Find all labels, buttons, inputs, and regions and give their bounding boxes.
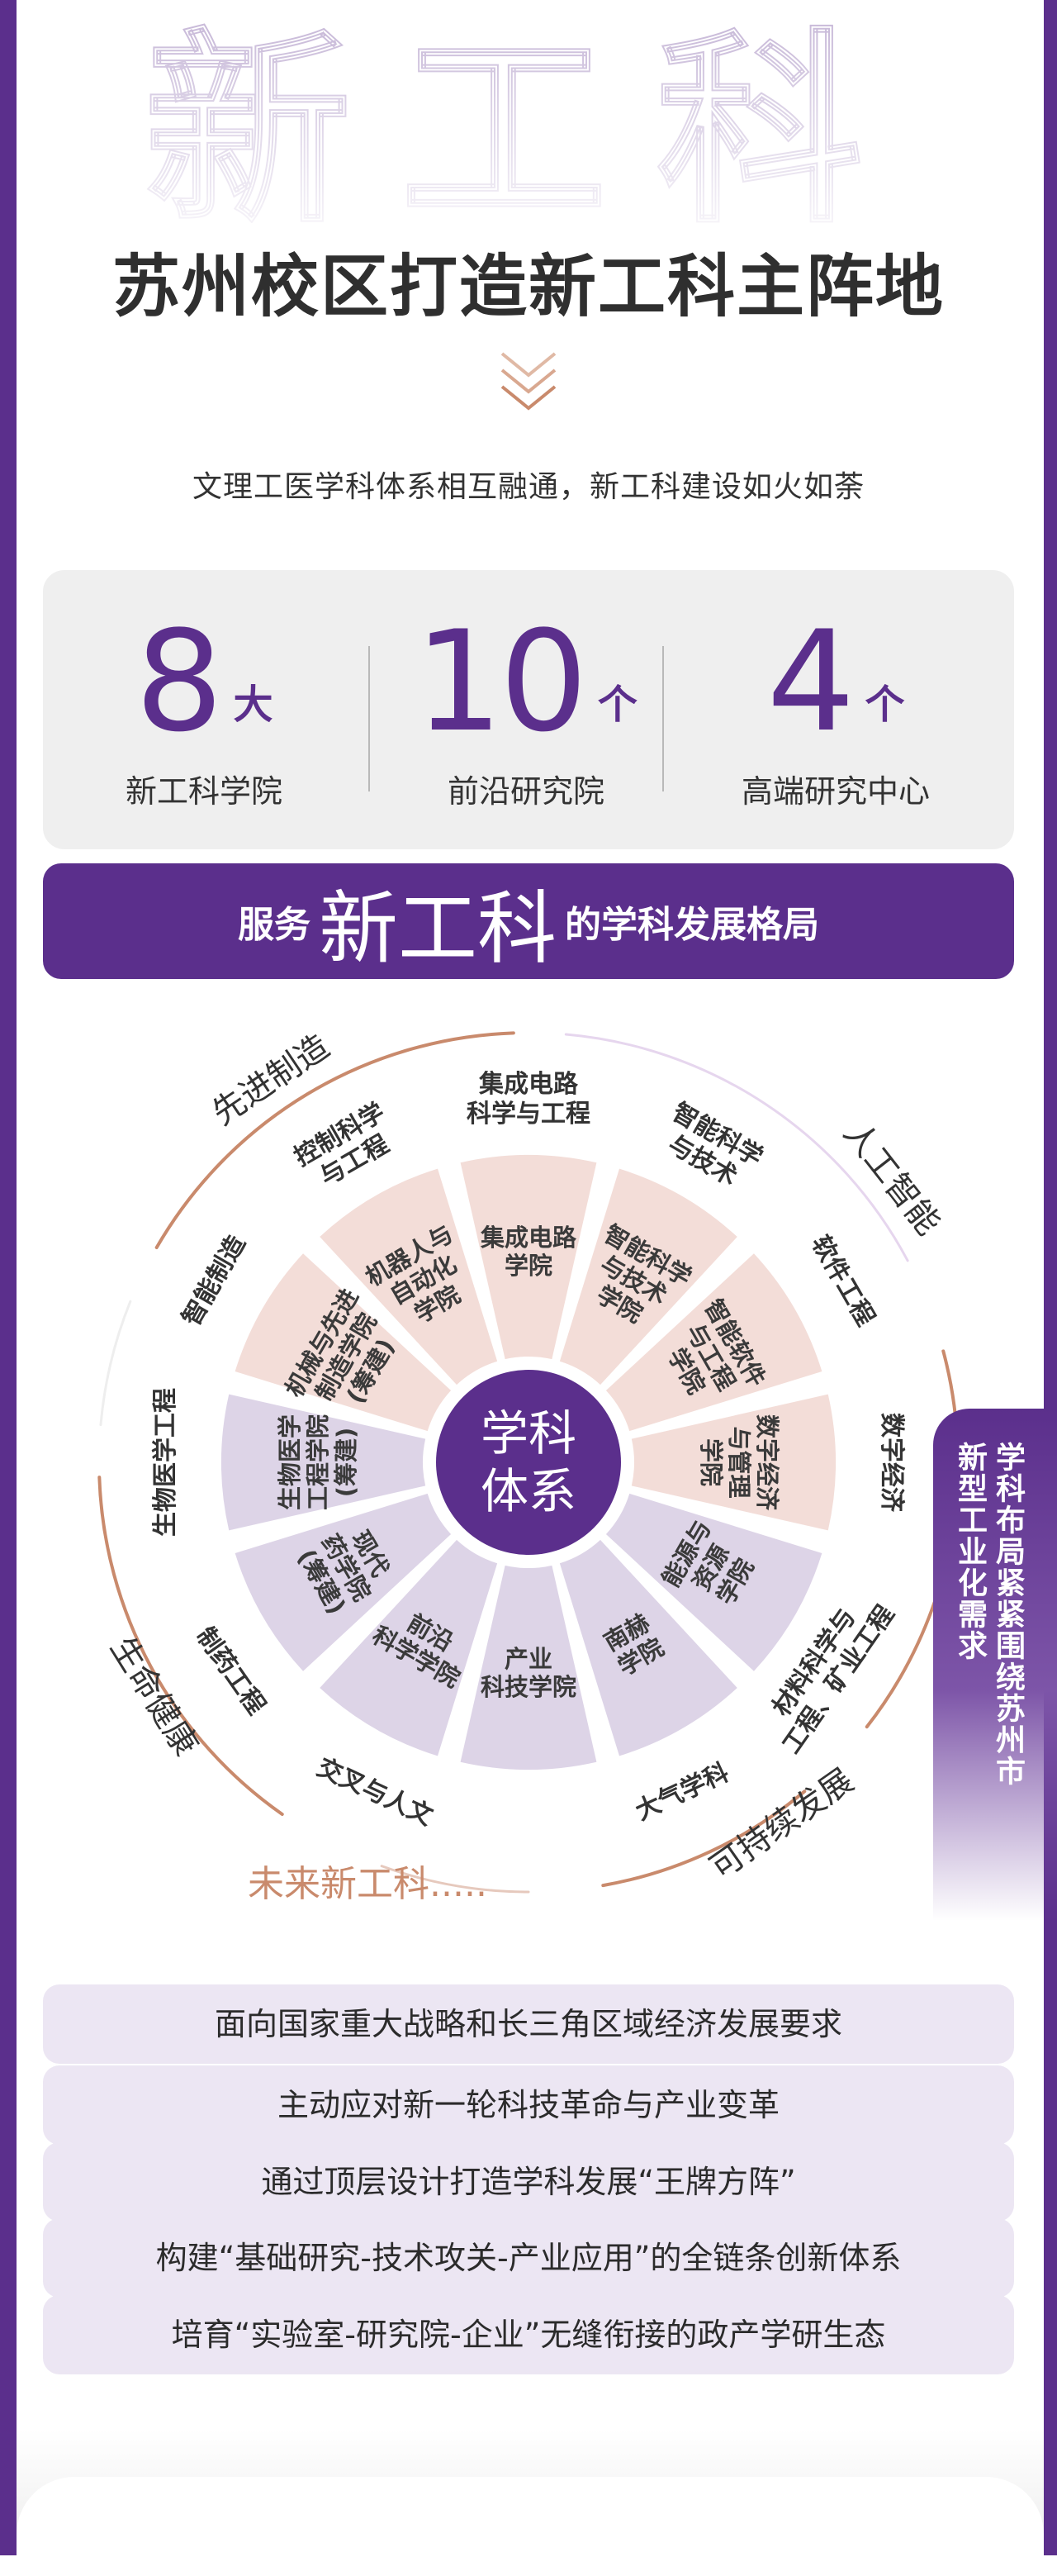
banner-highlight: 新工科 (319, 882, 557, 975)
college-segment (460, 1565, 597, 1770)
college-segment (235, 1493, 452, 1671)
stat-unit: 大 (233, 682, 273, 728)
center-label-line1: 学科 (481, 1405, 576, 1461)
stat-number: 4 (766, 601, 856, 763)
watermark-text: 新工科 (145, 11, 912, 223)
discipline-label: 控制科学与工程 (290, 1098, 405, 1198)
college-label: 产业科技学院 (481, 1645, 576, 1701)
stat-centers: 4 个 高端研究中心 (687, 603, 984, 811)
college-segment (221, 1394, 426, 1531)
stat-number: 10 (415, 601, 588, 763)
outer-arc (601, 1789, 807, 1888)
stat-divider (662, 646, 664, 791)
discipline-label: 集成电路科学与工程 (467, 1070, 590, 1129)
left-frame-bar (0, 0, 17, 2555)
stat-label: 新工科学院 (125, 773, 282, 810)
college-label: 数字经济与管理学院 (697, 1414, 781, 1511)
outer-arcs (97, 1031, 960, 1894)
stat-divider (368, 646, 370, 791)
outer-arc (380, 1865, 530, 1894)
college-segment (320, 1539, 498, 1756)
side-tag-line1: 学科布局紧紧围绕苏州市 (991, 1442, 1025, 1787)
bullet-item: 培育“实验室-研究院-企业”无缝衔接的政产学研生态 (43, 2295, 1014, 2374)
college-segment (631, 1394, 836, 1531)
stat-number: 8 (135, 601, 224, 763)
bullet-item: 主动应对新一轮科技革命与产业变革 (43, 2065, 1014, 2145)
outer-arc (154, 1031, 515, 1249)
discipline-label: 智能制造 (177, 1231, 251, 1331)
stat-colleges: 8 大 新工科学院 (55, 603, 353, 811)
arc-label-ai: 人工智能 (836, 1115, 947, 1242)
outer-arc (99, 1300, 132, 1427)
banner-suffix: 的学科发展格局 (565, 904, 819, 946)
stat-unit: 个 (597, 682, 638, 728)
wheel-spacer (527, 1874, 530, 1877)
chevron-down-icon (500, 352, 557, 411)
wheel-center (436, 1370, 621, 1555)
arc-label-future: 未来新工科..... (248, 1863, 487, 1905)
discipline-label: 制药工程 (190, 1622, 270, 1719)
college-label: 集成电路学院 (480, 1224, 577, 1280)
college-label: 生物医学工程学院(筹建) (276, 1414, 360, 1510)
college-segment (605, 1493, 822, 1671)
stat-label: 前沿研究院 (447, 773, 604, 810)
section-banner: 服务 新工科 的学科发展格局 (43, 863, 1014, 979)
discipline-label: 交叉与人文 (312, 1753, 437, 1832)
college-segment (605, 1253, 822, 1432)
stat-institutes: 10 个 前沿研究院 (377, 603, 675, 811)
stats-card: 8 大 新工科学院 10 个 前沿研究院 4 个 高端研究中心 (43, 570, 1014, 849)
side-tag: 学科布局紧紧围绕苏州市 新型工业化需求 (933, 1409, 1057, 1921)
bullet-item: 通过顶层设计打造学科发展“王牌方阵” (43, 2142, 1014, 2222)
discipline-label: 大气学科 (631, 1758, 733, 1826)
stat-label: 高端研究中心 (741, 773, 930, 810)
college-segment (559, 1539, 737, 1756)
center-label-line2: 体系 (481, 1463, 576, 1519)
bullet-item: 构建“基础研究-技术攻关-产业应用”的全链条创新体系 (43, 2218, 1014, 2298)
page-subtitle: 文理工医学科体系相互融通，新工科建设如火如荼 (192, 470, 865, 504)
bottom-card (17, 2477, 1044, 2576)
college-segment (559, 1168, 737, 1385)
stat-unit: 个 (865, 682, 905, 728)
college-segment (235, 1253, 452, 1432)
watermark: 新工科 (144, 10, 912, 223)
college-segment (460, 1155, 597, 1360)
outer-arc (564, 1033, 909, 1262)
banner-prefix: 服务 (238, 904, 310, 946)
bullet-item: 面向国家重大战略和长三角区域经济发展要求 (43, 1984, 1014, 2064)
discipline-label: 软件工程 (805, 1231, 879, 1331)
discipline-wheel: 集成电路学院智能科学与技术学院智能软件与工程学院数字经济与管理学院能源与资源学院… (97, 1028, 960, 1905)
college-segment (320, 1168, 498, 1385)
arc-label-life-health: 生命健康 (102, 1630, 205, 1762)
college-segments: 集成电路学院智能科学与技术学院智能软件与工程学院数字经济与管理学院能源与资源学院… (221, 1155, 836, 1770)
discipline-label: 数字经济 (877, 1413, 906, 1513)
discipline-label: 智能科学与技术 (652, 1098, 767, 1198)
side-tag-line2: 新型工业化需求 (953, 1442, 987, 1661)
page-title: 苏州校区打造新工科主阵地 (111, 248, 945, 326)
discipline-label: 生物医学工程 (151, 1388, 180, 1537)
outer-arc (97, 1476, 284, 1816)
